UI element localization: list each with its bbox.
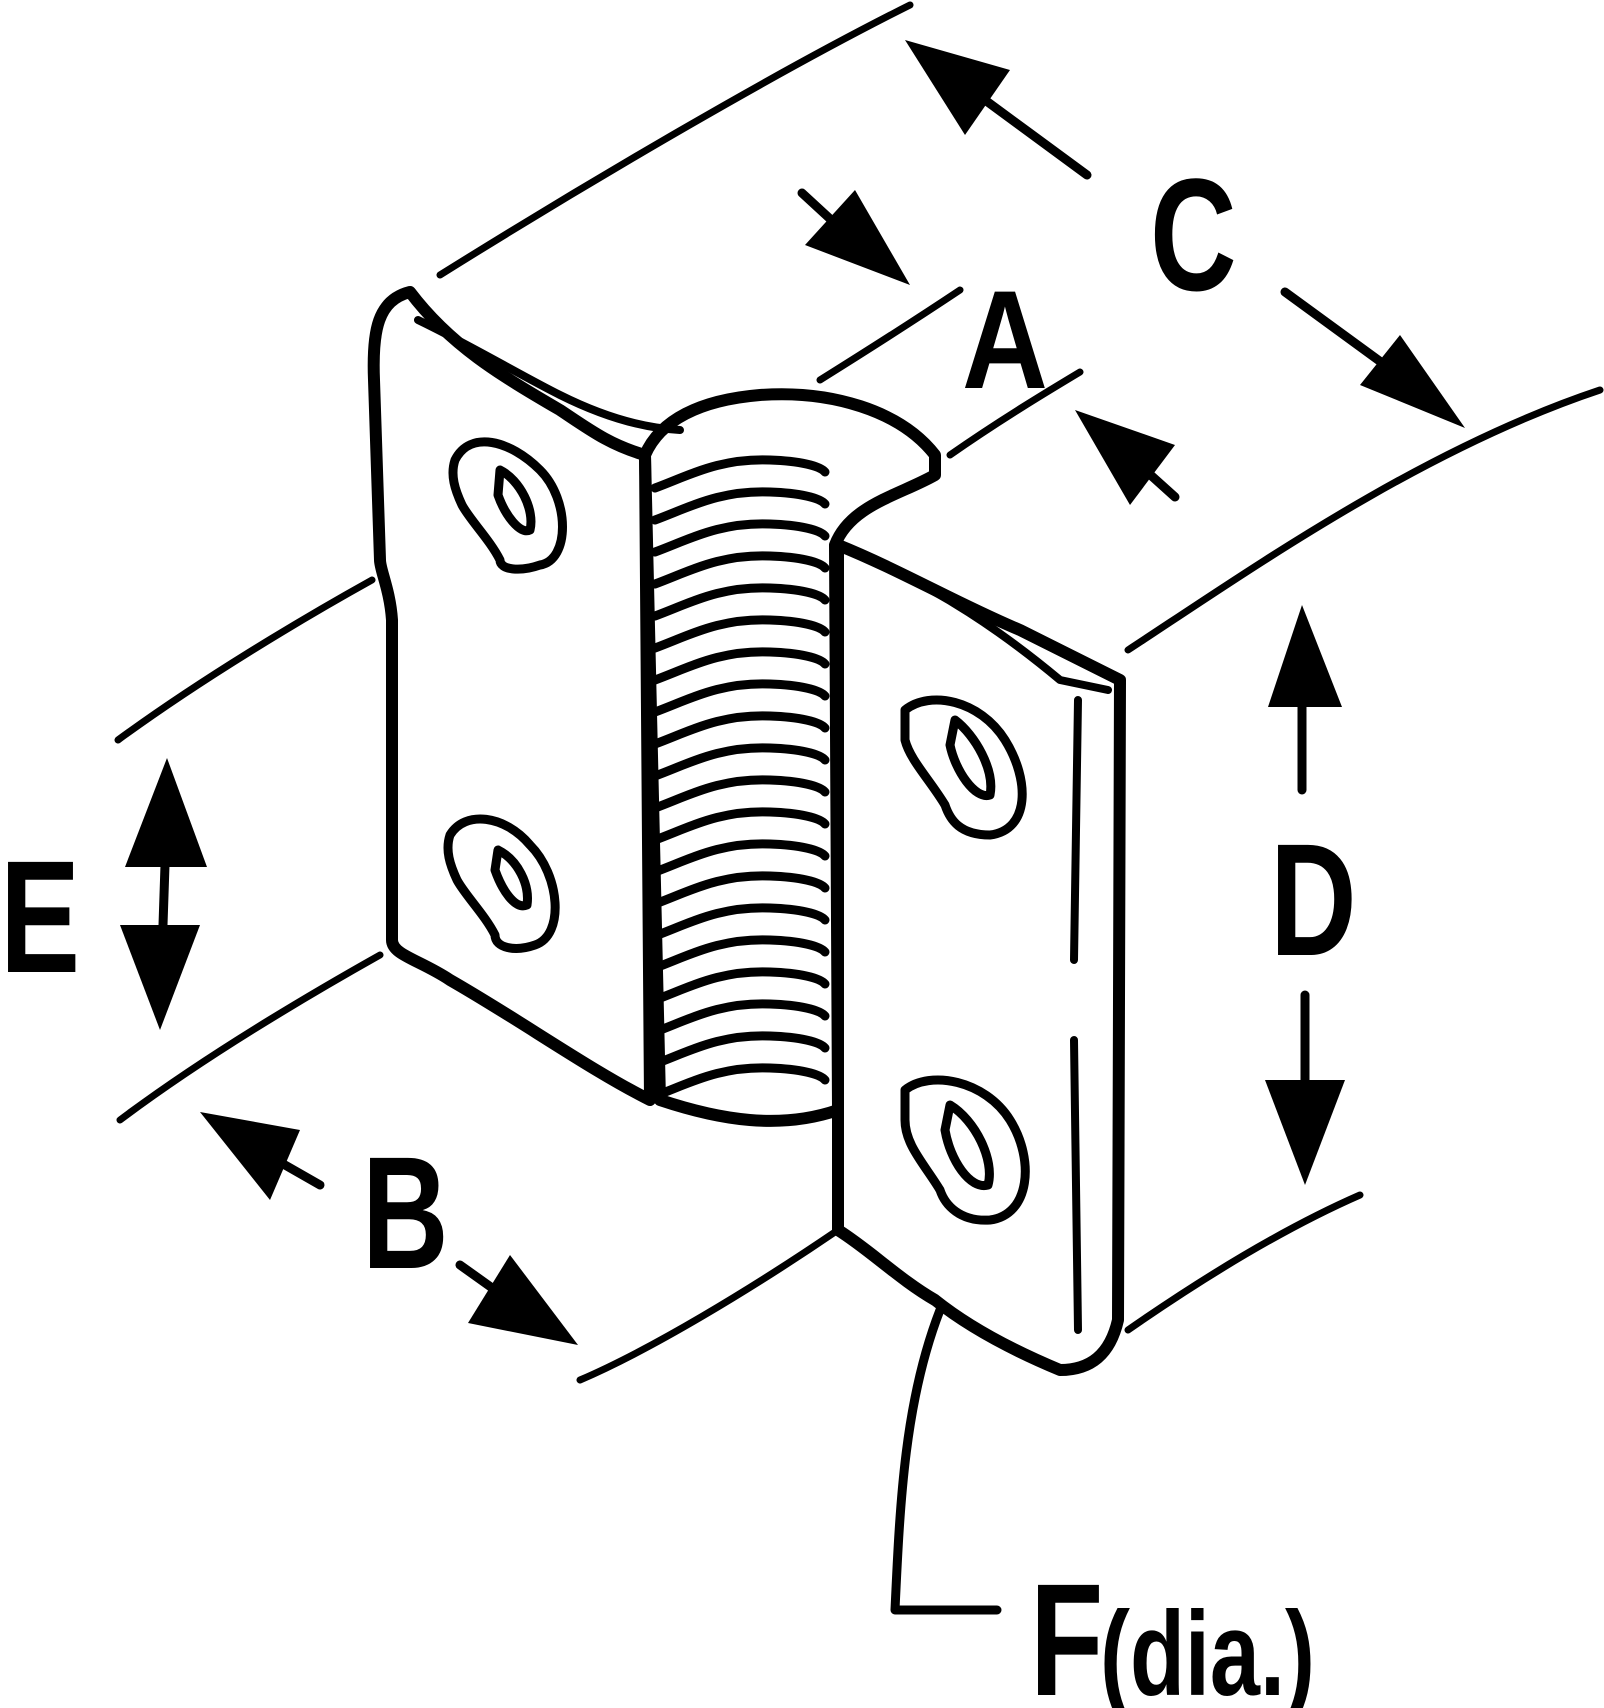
left-leaf-screw-hole-upper (448, 437, 567, 574)
label-f: F (1030, 1550, 1103, 1708)
coil-line (650, 519, 830, 557)
label-e: E (0, 827, 80, 1006)
dimension-a-arrows (797, 188, 1180, 505)
coil-line (650, 455, 830, 493)
coil-line (650, 1063, 830, 1101)
coil-line (650, 711, 830, 749)
left-leaf-fold-line (414, 316, 684, 434)
left-hinge-leaf (367, 286, 656, 1106)
right-leaf-top-fold (866, 556, 1112, 694)
knuckle-coil-lines (650, 455, 830, 1101)
coil-line (650, 775, 830, 813)
coil-line (650, 903, 830, 941)
coil-line (650, 487, 830, 525)
dimension-d-arrows (1265, 605, 1345, 1185)
label-f-note: (dia.) (1100, 1588, 1315, 1708)
coil-line (650, 839, 830, 877)
coil-line (650, 1031, 830, 1069)
label-d: D (1270, 810, 1357, 989)
dimension-c-arrows (905, 40, 1465, 428)
coil-line (650, 807, 830, 845)
extension-lines (114, 1, 1604, 1384)
label-c: C (1150, 145, 1237, 324)
label-a: A (962, 261, 1048, 418)
right-leaf-edge-line (1070, 696, 1082, 1334)
left-leaf-screw-hole-lower (443, 814, 560, 953)
right-hinge-leaf (832, 539, 1126, 1376)
coil-line (650, 647, 830, 685)
dimension-f-leader-line (890, 1305, 1002, 1615)
coil-line (650, 679, 830, 717)
coil-line (650, 615, 830, 653)
coil-line (650, 743, 830, 781)
coil-line (650, 871, 830, 909)
coil-line (650, 999, 830, 1037)
label-b: B (362, 1123, 449, 1302)
coil-line (650, 935, 830, 973)
coil-line (650, 551, 830, 589)
dimension-e-arrows (120, 758, 207, 1030)
coil-line (650, 583, 830, 621)
right-leaf-screw-hole-upper (900, 695, 1027, 840)
dimension-b-arrows (200, 1112, 578, 1345)
coil-line (650, 967, 830, 1005)
hinge-knuckle (639, 388, 941, 1127)
right-leaf-screw-hole-lower (900, 1075, 1030, 1225)
